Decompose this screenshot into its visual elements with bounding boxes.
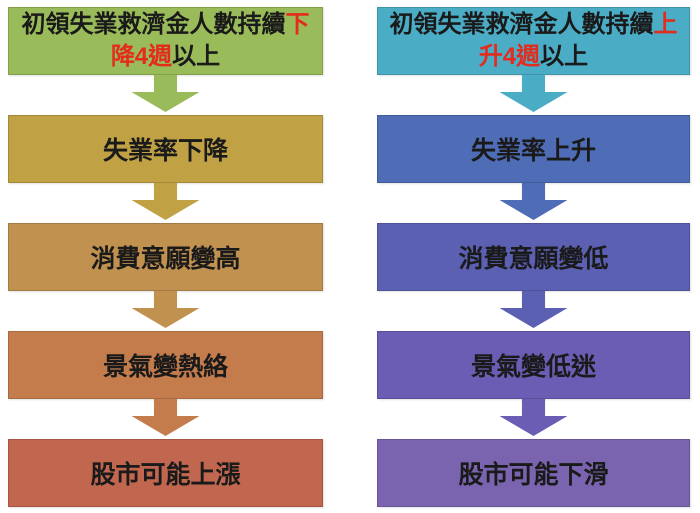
flow-step-claims-falling-title: 初領失業救濟金人數持續下降4週以上 <box>8 7 323 75</box>
flow-step-label: 失業率上升 <box>470 137 596 165</box>
title-text-before: 初領失業救濟金人數持續 <box>21 11 286 38</box>
flow-step-label: 消費意願變高 <box>90 245 241 273</box>
title-text-after: 以上 <box>172 43 221 70</box>
flow-step-label: 消費意願變低 <box>458 245 609 273</box>
flow-step-claims-rising-title: 初領失業救濟金人數持續上升4週以上 <box>377 7 690 75</box>
flow-step-label: 失業率下降 <box>102 137 228 165</box>
title-text-highlight: 下降4週 <box>110 11 310 70</box>
arrow-zone <box>8 183 323 223</box>
down-arrow-icon <box>499 183 568 220</box>
flow-step-title-text: 初領失業救濟金人數持續上升4週以上 <box>383 9 684 73</box>
title-text-highlight: 上升4週 <box>478 11 678 70</box>
arrow-zone <box>377 75 690 115</box>
down-arrow-icon <box>131 183 200 220</box>
flowchart-column-claims-rising: 初領失業救濟金人數持續上升4週以上 失業率上升 消費意願變低 景氣變低迷 股市可… <box>377 7 690 507</box>
arrow-zone <box>377 183 690 223</box>
flow-step-unemployment-down: 失業率下降 <box>8 115 323 183</box>
flow-step-stocks-fall: 股市可能下滑 <box>377 439 690 507</box>
title-text-before: 初領失業救濟金人數持續 <box>389 11 654 38</box>
flow-step-consumption-up: 消費意願變高 <box>8 223 323 291</box>
title-text-after: 以上 <box>540 43 589 70</box>
flow-step-label: 景氣變低迷 <box>470 353 596 381</box>
flow-step-label: 股市可能上漲 <box>90 461 241 489</box>
down-arrow-icon <box>131 399 200 436</box>
down-arrow-icon <box>499 291 568 328</box>
flow-step-unemployment-up: 失業率上升 <box>377 115 690 183</box>
flow-step-economy-sluggish: 景氣變低迷 <box>377 331 690 399</box>
arrow-zone <box>8 291 323 331</box>
flowchart-column-claims-falling: 初領失業救濟金人數持續下降4週以上 失業率下降 消費意願變高 景氣變熱絡 股市可… <box>8 7 323 507</box>
flow-step-consumption-down: 消費意願變低 <box>377 223 690 291</box>
flow-step-label: 股市可能下滑 <box>458 461 609 489</box>
flow-step-label: 景氣變熱絡 <box>102 353 228 381</box>
arrow-zone <box>8 399 323 439</box>
arrow-zone <box>8 75 323 115</box>
arrow-zone <box>377 291 690 331</box>
down-arrow-icon <box>499 399 568 436</box>
down-arrow-icon <box>131 75 200 112</box>
flow-step-stocks-rise: 股市可能上漲 <box>8 439 323 507</box>
arrow-zone <box>377 399 690 439</box>
down-arrow-icon <box>131 291 200 328</box>
flow-step-economy-hot: 景氣變熱絡 <box>8 331 323 399</box>
down-arrow-icon <box>499 75 568 112</box>
flow-step-title-text: 初領失業救濟金人數持續下降4週以上 <box>14 9 317 73</box>
